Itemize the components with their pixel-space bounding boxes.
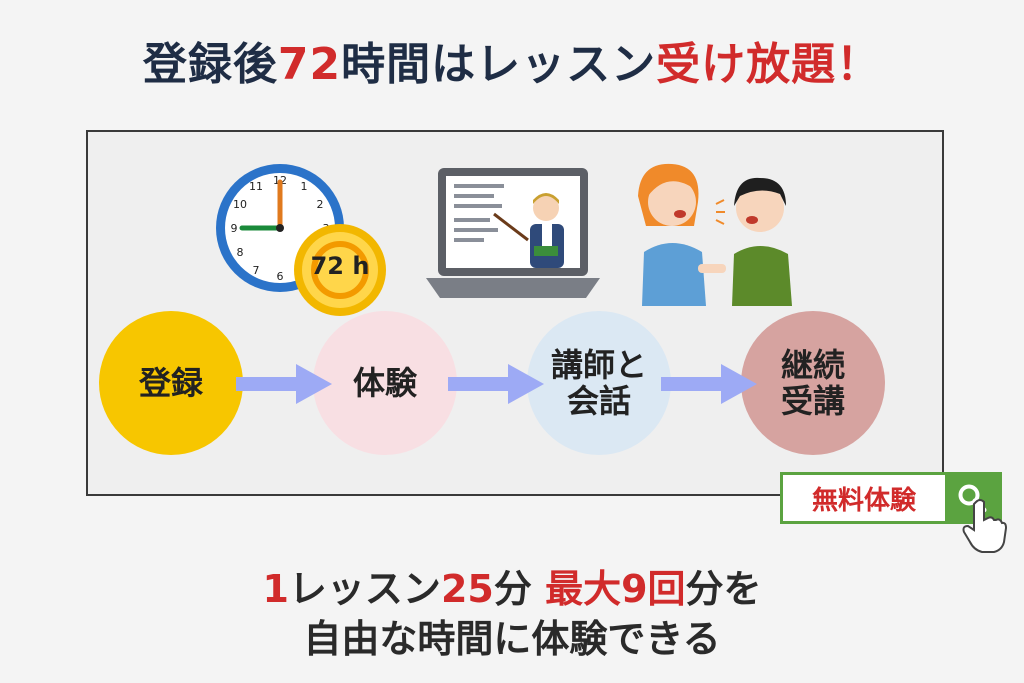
svg-text:7: 7	[253, 264, 260, 277]
svg-text:11: 11	[249, 180, 263, 193]
bottom-lesson: レッスン	[288, 567, 441, 611]
pointer-hand-icon	[962, 499, 1008, 553]
headline: 登録後72時間はレッスン受け放題！	[0, 28, 1024, 92]
headline-part4: 受け放題！	[656, 39, 882, 90]
arrow-right-icon	[236, 364, 332, 404]
step-talk-teacher: 講師と 会話	[527, 311, 671, 455]
laptop-teacher-icon	[426, 168, 600, 298]
72h-coin-icon	[294, 224, 386, 316]
free-trial-search-label: 無料体験	[811, 485, 916, 516]
svg-text:6: 6	[277, 270, 284, 283]
headline-part3: 時間はレッスン	[341, 39, 657, 90]
step-continue-line2: 受講	[780, 382, 845, 420]
svg-text:9: 9	[231, 222, 238, 235]
headline-part1: 登録後	[142, 39, 278, 90]
bottom-num1: 1	[262, 567, 289, 611]
svg-text:1: 1	[301, 180, 308, 193]
step-trial-label: 体験	[352, 364, 417, 402]
people-talking-icon	[638, 163, 792, 306]
svg-text:10: 10	[233, 198, 247, 211]
step-continue: 継続 受講	[741, 311, 885, 455]
step-talk-line1: 講師と	[550, 346, 647, 384]
free-trial-search-box[interactable]: 無料体験	[780, 472, 1002, 524]
step-register: 登録	[99, 311, 243, 455]
bottom-num25: 25	[440, 567, 494, 611]
bottom-min: 分	[493, 567, 546, 611]
headline-part2: 72	[277, 39, 342, 90]
svg-text:8: 8	[237, 246, 244, 259]
bottom-line2: 自由な時間に体験できる	[303, 617, 721, 661]
clock-badge-text: 72 h	[310, 252, 370, 280]
step-talk-line2: 会話	[566, 382, 631, 420]
step-continue-line1: 継続	[780, 346, 845, 384]
bottom-line1: 1レッスン25分 最大9回分を	[0, 558, 1024, 613]
svg-text:2: 2	[317, 198, 324, 211]
arrow-right-icon	[661, 364, 757, 404]
bottom-bun: 分を	[685, 567, 762, 611]
step-trial: 体験	[313, 311, 457, 455]
arrow-right-icon	[448, 364, 544, 404]
bottom-max9: 最大9回	[545, 567, 686, 611]
step-register-label: 登録	[138, 364, 203, 402]
